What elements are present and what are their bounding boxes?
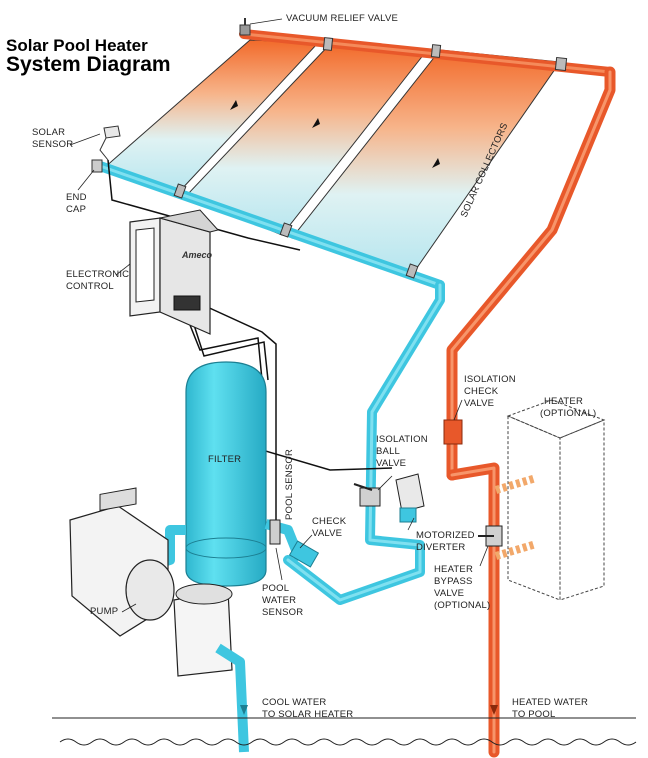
flow-arrow-icon [240,705,248,715]
diagram-title-line2: System Diagram [6,53,171,76]
solar-collectors [103,39,561,273]
pool-water-sensor-label: SENSOR [262,607,303,618]
end-cap-label: END [66,192,87,203]
filter-label: FILTER [208,454,241,465]
heater-bypass-valve-label: BYPASS [434,576,473,587]
solar-sensor-label: SOLAR [32,127,65,138]
pool-water-surface [52,717,637,746]
electronic-control-label: CONTROL [66,281,114,292]
electronic-control-box: Ameco [129,209,219,335]
control-brand-text: Ameco [181,250,213,260]
flow-arrow-icon [312,118,320,128]
cool-water-label: COOL WATER [262,697,326,708]
vacuum-relief-valve-label: VACUUM RELIEF VALVE [286,13,398,24]
optional-heater [506,399,606,601]
vacuum-relief-valve [239,18,251,36]
diagram-title-line1: Solar Pool Heater [6,36,148,55]
isolation-check-valve-label: ISOLATION [464,374,516,385]
motorized-diverter-label: MOTORIZED [416,530,475,541]
hot-header-pipe [239,29,616,758]
isolation-ball-valve [353,483,381,507]
isolation-ball-valve-label: VALVE [376,458,406,469]
cool-header-pipe [95,161,445,605]
flow-arrow-icon [490,705,498,715]
end-cap-label: CAP [66,204,86,215]
motorized-diverter-label: DIVERTER [416,542,465,553]
heater-bypass-valve-label: VALVE [434,588,464,599]
heater-bypass-valve-label: (OPTIONAL) [434,600,490,611]
pool-water-sensor [269,519,281,545]
isolation-check-valve-label: CHECK [464,386,499,397]
heater-label: (OPTIONAL) [540,408,596,419]
leader-lines [69,18,489,613]
heater-bypass-valve [478,525,503,547]
heated-water-label: TO POOL [512,709,555,720]
flow-arrow-icon [230,100,238,110]
heater-label: HEATER [544,396,583,407]
check-valve-label: VALVE [312,528,342,539]
pool-water-sensor-label: POOL [262,583,289,594]
heater-bypass-valve-label: HEATER [434,564,473,575]
check-valve-label: CHECK [312,516,347,527]
pool-water-sensor-label: WATER [262,595,296,606]
isolation-check-valve-label: VALVE [464,398,494,409]
solar-sensor-label: SENSOR [32,139,73,150]
isolation-ball-valve-label: ISOLATION [376,434,428,445]
end-cap [91,159,103,173]
check-valve [288,540,320,568]
isolation-ball-valve-label: BALL [376,446,400,457]
cool-water-intake-pipe [215,643,249,753]
motorized-diverter [395,473,425,523]
pipe-fittings [173,37,568,279]
cool-water-label: TO SOLAR HEATER [262,709,353,720]
flow-arrow-icon [432,158,440,168]
electronic-control-label: ELECTRONIC [66,269,129,280]
filter-tank: FILTER [185,361,267,587]
pump [69,487,233,677]
isolation-check-valve [443,419,463,445]
heated-water-label: HEATED WATER [512,697,588,708]
pool-sensor-label: POOL SENSOR [284,449,295,520]
solar-sensor [99,125,121,161]
pump-label: PUMP [90,606,118,617]
